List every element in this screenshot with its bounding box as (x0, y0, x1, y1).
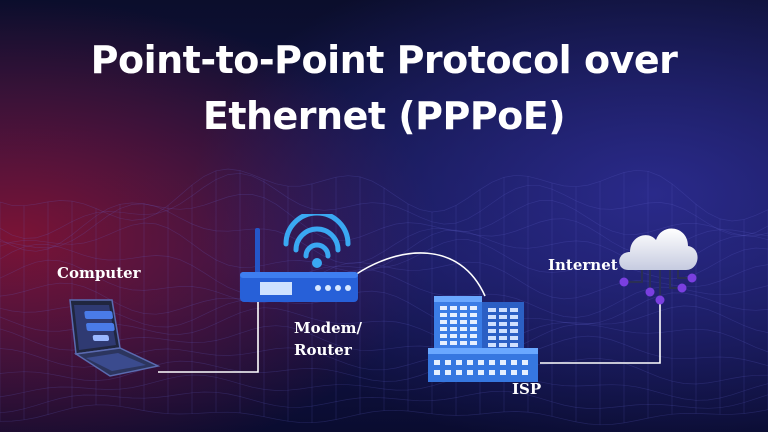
building-window (488, 329, 496, 333)
building-window (499, 336, 507, 340)
building-window (500, 370, 506, 375)
building-window (440, 306, 447, 310)
building-window (460, 313, 467, 317)
building-window (488, 308, 496, 312)
building-window (511, 370, 517, 375)
router-icon (240, 214, 358, 302)
terrain-line (0, 259, 768, 303)
building-window (470, 341, 477, 345)
building-window (499, 329, 507, 333)
terrain-line (0, 239, 768, 295)
building-window (488, 315, 496, 319)
building-window (467, 360, 473, 365)
building-window (460, 341, 467, 345)
building-window (499, 308, 507, 312)
terrain-line (0, 404, 768, 426)
building-window (488, 322, 496, 326)
building-window (470, 306, 477, 310)
building-window (460, 320, 467, 324)
terrain-line (0, 193, 768, 252)
building-window (450, 341, 457, 345)
building-window (510, 329, 518, 333)
building-window (445, 360, 451, 365)
building-window (434, 370, 440, 375)
building-window (488, 343, 496, 347)
building-window (489, 360, 495, 365)
building-window (440, 313, 447, 317)
building-window (460, 334, 467, 338)
building-window (510, 315, 518, 319)
building-window (460, 306, 467, 310)
page-title-line-1: Point-to-Point Protocol over (90, 38, 678, 82)
modem-router-label: Modem/ Router (294, 317, 374, 361)
terrain-line (0, 305, 768, 348)
building-window (500, 360, 506, 365)
router-to-isp-line (354, 252, 486, 297)
computer-to-router-line (158, 300, 259, 373)
building-window (467, 370, 473, 375)
building-window (460, 327, 467, 331)
building-window (470, 313, 477, 317)
modem-router-label-line-1: Modem/ (294, 319, 362, 337)
isp-label: ISP (512, 380, 542, 398)
terrain-line (0, 358, 768, 385)
building-window (510, 343, 518, 347)
building-window (450, 334, 457, 338)
building-window (522, 370, 528, 375)
wifi-icon (283, 214, 351, 259)
internet-label: Internet (548, 256, 618, 274)
building-window (450, 313, 457, 317)
building-window (499, 315, 507, 319)
terrain-line (0, 372, 768, 401)
building-window (440, 334, 447, 338)
laptop-icon (69, 299, 161, 377)
building-window (510, 336, 518, 340)
building-window (440, 327, 447, 331)
modem-router-label-line-2: Router (294, 341, 352, 359)
building-window (499, 322, 507, 326)
terrain-line (0, 390, 768, 414)
building-window (510, 308, 518, 312)
building-window (511, 360, 517, 365)
terrain-line (0, 269, 768, 318)
building-window (470, 327, 477, 331)
page-title-line-2: Ethernet (PPPoE) (202, 94, 566, 138)
building-window (434, 360, 440, 365)
terrain-line (0, 172, 768, 239)
isp-to-internet-line (540, 300, 661, 364)
building-window (510, 322, 518, 326)
computer-label: Computer (57, 264, 141, 282)
building-window (522, 360, 528, 365)
building-window (488, 336, 496, 340)
building-window (478, 360, 484, 365)
building-window (445, 370, 451, 375)
building-icon (428, 296, 538, 382)
building-window (470, 334, 477, 338)
building-window (470, 320, 477, 324)
building-window (440, 320, 447, 324)
building-window (456, 370, 462, 375)
building-window (440, 341, 447, 345)
building-window (478, 370, 484, 375)
building-window (456, 360, 462, 365)
terrain-line (0, 290, 768, 328)
building-window (489, 370, 495, 375)
building-window (499, 343, 507, 347)
terrain-line (0, 168, 768, 222)
building-window (450, 320, 457, 324)
cloud-icon (619, 228, 698, 305)
building-window (450, 306, 457, 310)
terrain-line (0, 324, 768, 356)
building-window (450, 327, 457, 331)
